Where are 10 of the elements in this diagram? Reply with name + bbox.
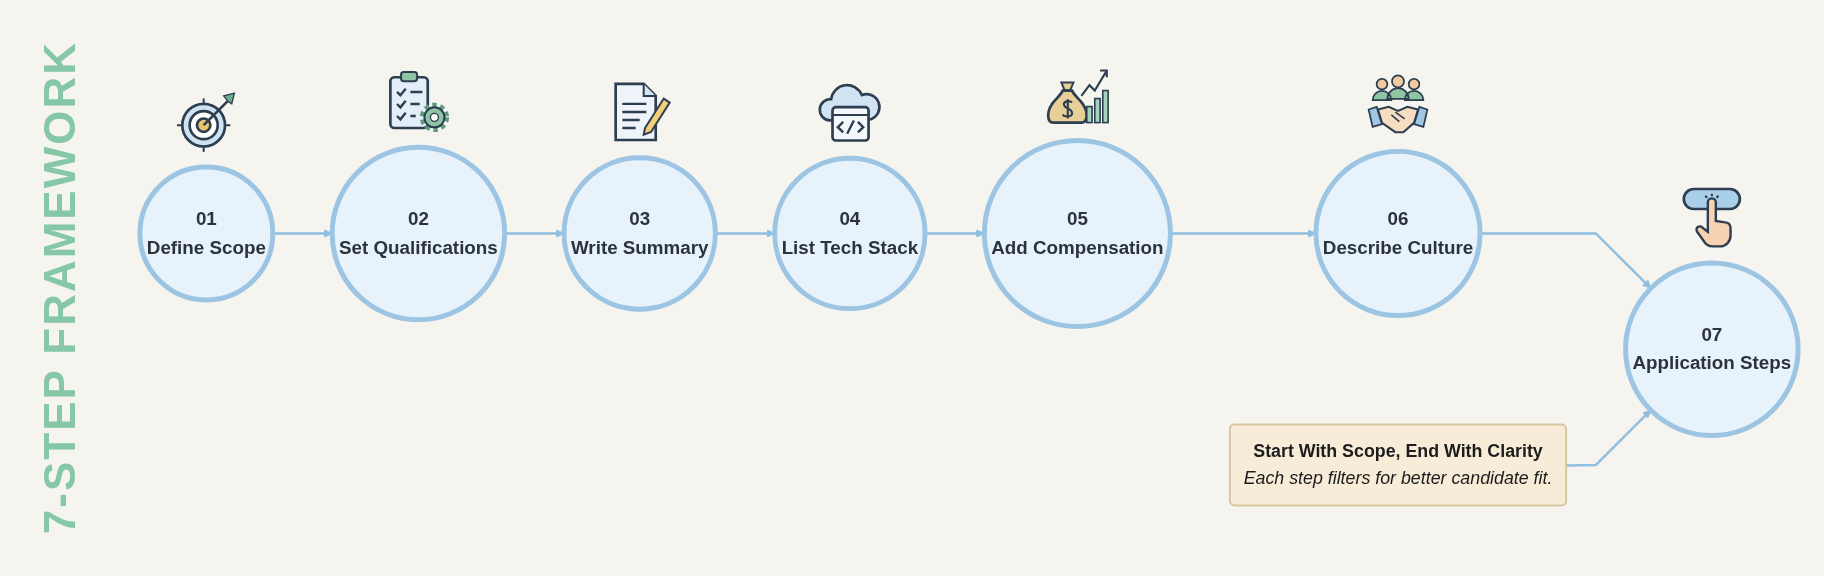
node-circle: 01 Define Scope <box>137 164 276 303</box>
node-circle: 02 Set Qualifications <box>329 144 508 323</box>
arrow <box>1566 409 1652 467</box>
node-circle: 06 Describe Culture <box>1313 148 1483 319</box>
title: 7-STEP FRAMEWORK <box>35 41 85 535</box>
node-circle: 04 List Tech Stack <box>772 155 928 312</box>
node-circle: 03 Write Summary <box>561 155 718 312</box>
arrow <box>1480 232 1652 289</box>
node-circle: 05 Add Compensation <box>981 137 1173 329</box>
node-circle: 07 Application Steps <box>1623 260 1801 438</box>
